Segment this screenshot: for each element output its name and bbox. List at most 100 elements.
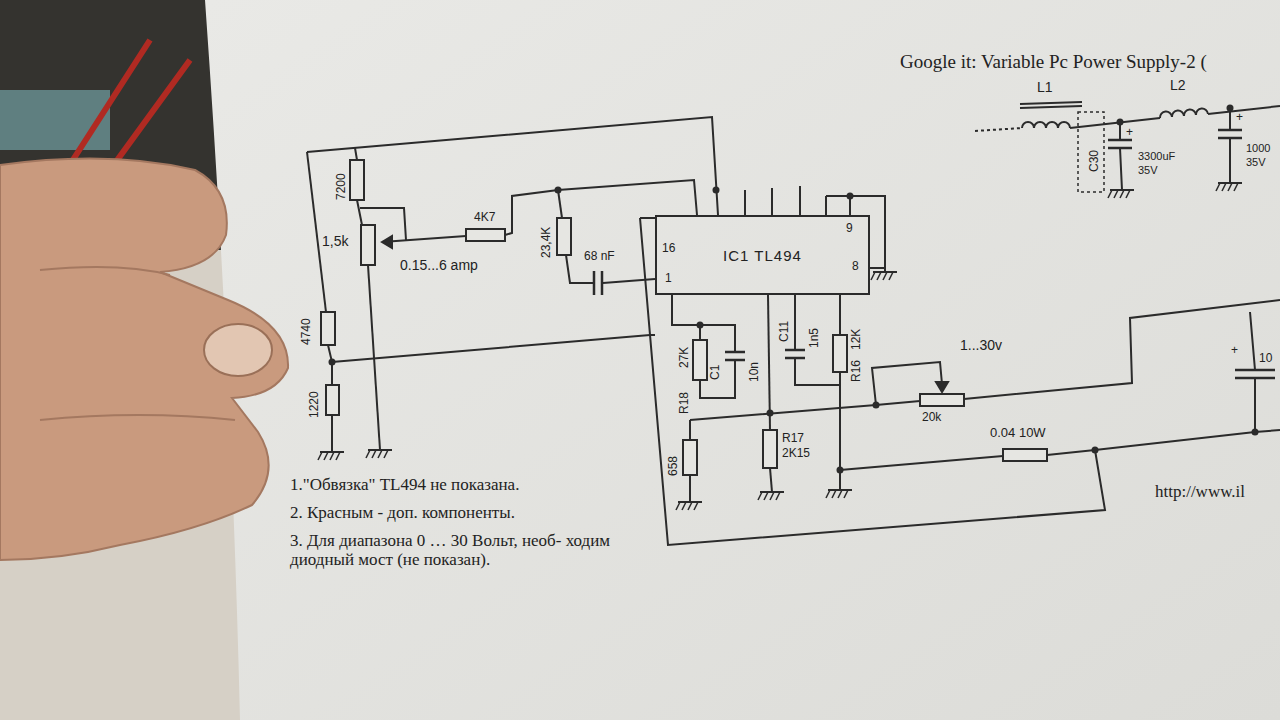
ground-symbol — [1216, 183, 1242, 191]
polarity-mark: + — [1231, 344, 1238, 357]
junction-dot — [713, 187, 720, 194]
inductor-symbol — [1022, 122, 1070, 128]
wire — [770, 468, 772, 492]
wire — [689, 475, 691, 502]
junction-dot — [1117, 119, 1124, 126]
polarity-mark: + — [1236, 111, 1243, 124]
wire — [975, 128, 1022, 131]
junction-dots — [329, 105, 1259, 474]
resistor-symbol — [350, 160, 364, 200]
voltage-range: 1...30v — [960, 338, 1002, 353]
resistor-value: 4K7 — [474, 211, 495, 224]
junction-dot — [767, 410, 774, 417]
resistor-symbol — [833, 335, 847, 372]
resistor-value: 1220 — [308, 391, 321, 418]
ground-symbol — [758, 492, 784, 500]
resistor-value: 23,4K — [540, 227, 553, 258]
inductor-core — [1020, 102, 1082, 108]
inductor-label: L2 — [1170, 78, 1186, 93]
wire — [700, 325, 735, 398]
junction-dot — [555, 187, 562, 194]
capacitor-label: C1 — [709, 365, 722, 380]
resistor-value: 27K — [678, 347, 691, 368]
voltage-rating: 35V — [1138, 164, 1158, 176]
wire — [1047, 312, 1280, 455]
potentiometer-symbol — [920, 394, 964, 406]
wire — [1070, 118, 1160, 128]
capacitor-symbol — [785, 350, 805, 358]
inductor-symbol — [1160, 108, 1208, 118]
inductor-label: L1 — [1037, 80, 1053, 95]
polarity-mark: + — [1126, 126, 1133, 139]
resistor-symbol — [683, 440, 697, 475]
resistor-symbol — [763, 430, 777, 468]
resistor-label: R17 — [782, 432, 804, 445]
capacitor-value: 1n5 — [808, 328, 821, 348]
wire — [1208, 106, 1280, 183]
wire — [690, 300, 1280, 420]
junction-dot — [847, 193, 854, 200]
wire — [307, 152, 326, 312]
junction-dot — [697, 322, 704, 329]
capacitor-value: 68 nF — [584, 250, 615, 263]
chip-name: IC1 TL494 — [723, 247, 802, 264]
capacitor-label: C30 — [1088, 150, 1101, 172]
capacitor-value: 3300uF — [1138, 150, 1175, 162]
pin-number: 16 — [662, 242, 675, 255]
ground-symbol — [871, 272, 897, 280]
resistor-value: 2K15 — [782, 447, 810, 460]
resistor-label: R16 — [850, 360, 863, 382]
resistor-symbol — [557, 218, 571, 255]
wire — [332, 335, 655, 362]
wire — [689, 420, 691, 440]
ground-symbol — [318, 452, 344, 460]
url: http://www.il — [1155, 483, 1245, 502]
range-label: 0.15...6 amp — [400, 258, 478, 273]
ground-symbol — [676, 502, 702, 510]
capacitor-symbol — [725, 352, 745, 360]
resistor-value: 4740 — [300, 318, 313, 345]
capacitor-symbol — [1235, 370, 1275, 378]
wire — [558, 190, 562, 218]
resistor-value: 658 — [667, 456, 680, 476]
resistor-symbol — [466, 229, 505, 241]
resistor-symbol — [326, 385, 339, 415]
resistor-value: 7200 — [335, 173, 348, 200]
junction-dot — [329, 359, 336, 366]
capacitor-value: 10n — [748, 362, 761, 382]
potentiometer-value: 1,5k — [322, 234, 348, 249]
wiper-arrow — [936, 382, 948, 392]
ground-symbol — [1108, 190, 1134, 198]
wire — [1120, 122, 1122, 190]
wiper-wire — [872, 362, 942, 405]
resistor-value: 12K — [850, 329, 863, 350]
wire — [505, 180, 697, 235]
wire — [840, 456, 1003, 470]
resistor-symbol — [693, 340, 707, 380]
note: 2. Красным - доп. компоненты. — [290, 504, 515, 523]
pin-number: 1 — [665, 272, 672, 285]
capacitor-value: 1000 — [1246, 142, 1270, 154]
pin-number: 9 — [846, 222, 853, 235]
pin-number: 8 — [852, 260, 859, 273]
capacitor-value: 10 — [1259, 352, 1272, 365]
capacitor-symbol — [1108, 140, 1132, 148]
voltage-rating: 35V — [1246, 156, 1266, 168]
tool-object — [0, 90, 110, 150]
potentiometer-symbol — [361, 225, 375, 265]
junction-dot — [837, 467, 844, 474]
junction-dot — [1252, 429, 1259, 436]
wiper-arrow — [382, 236, 392, 248]
hand — [0, 159, 288, 560]
capacitor-symbol — [1218, 130, 1242, 138]
capacitor-symbol — [594, 271, 602, 295]
resistor-symbol — [321, 312, 335, 345]
ground-symbols — [318, 183, 1242, 510]
resistor-value: 0.04 10W — [990, 426, 1046, 440]
wiper-wire — [382, 236, 466, 242]
junction-dot — [1227, 105, 1234, 112]
